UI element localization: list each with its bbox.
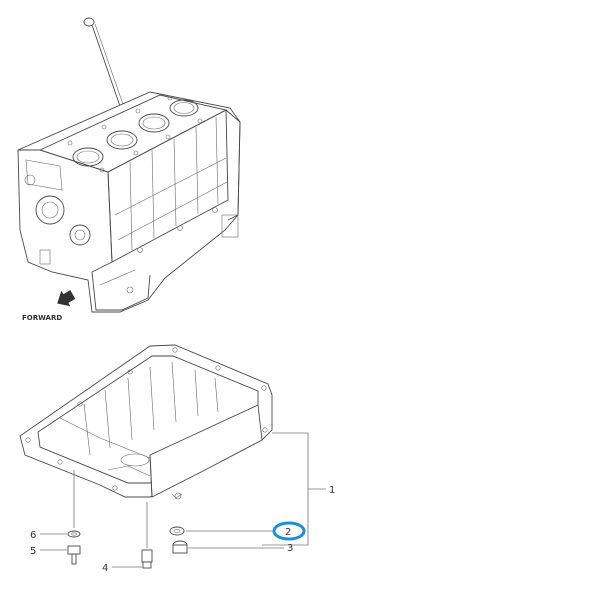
drain-plug: [172, 540, 188, 554]
callout-4: 4: [102, 563, 108, 574]
forward-arrow-icon: [57, 290, 76, 307]
pan-bolt: [141, 549, 153, 569]
engine-block: [17, 17, 241, 313]
dipstick: [83, 17, 126, 113]
callout-5: 5: [30, 546, 36, 557]
callout-3: 3: [287, 543, 293, 554]
forward-label: FORWARD: [22, 314, 62, 322]
oil-pan: [19, 344, 273, 500]
callout-1: 1: [329, 485, 335, 496]
callout-2: 2: [285, 527, 291, 538]
callout-2-highlight[interactable]: [272, 521, 306, 541]
gasket: [169, 526, 185, 536]
washer: [67, 530, 81, 538]
callout-6: 6: [30, 530, 36, 541]
drain-bolt: [67, 545, 81, 565]
